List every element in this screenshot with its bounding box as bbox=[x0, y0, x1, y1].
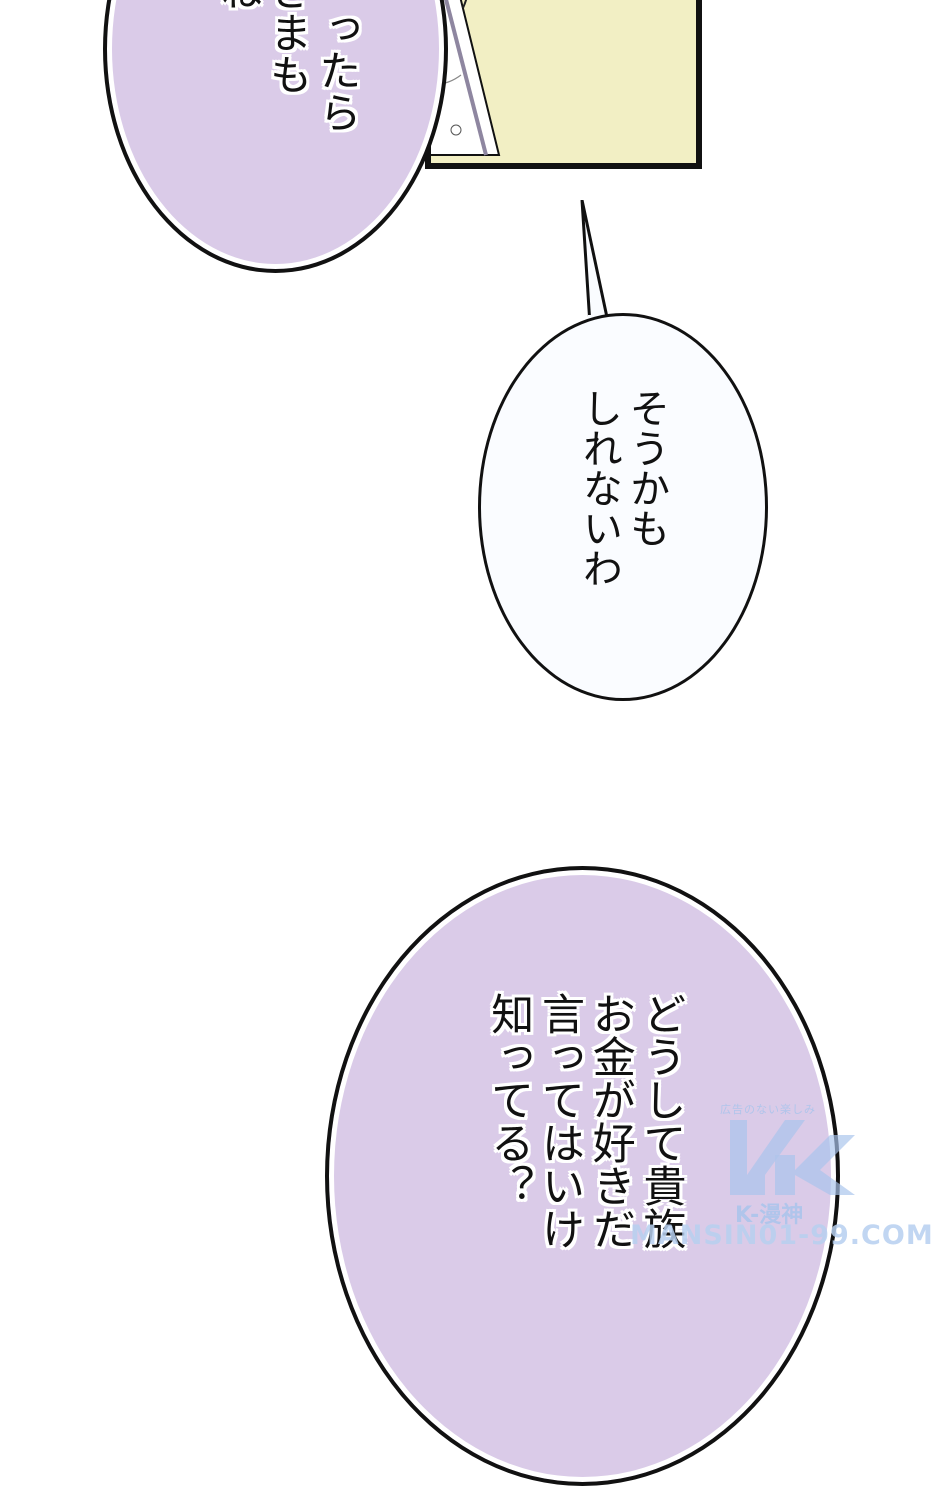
k-logo-icon bbox=[730, 1120, 855, 1195]
character-dress-art bbox=[431, 0, 501, 156]
speech-line: ったら bbox=[313, 7, 362, 133]
watermark-url: MANSIN01-99.COM bbox=[630, 1220, 934, 1251]
speech-line: どうして貴族 bbox=[636, 992, 686, 1250]
watermark-tagline: 広告のない楽しみ bbox=[720, 1103, 816, 1116]
speech-line: しれないわ bbox=[575, 388, 622, 588]
speech-bubble-top: ったら 姉さまも しね bbox=[103, 0, 448, 273]
watermark: 広告のない楽しみ K-漫神 MANSIN01-99.COM bbox=[630, 1095, 950, 1251]
speech-text-bottom: どうして貴族 お金が好きだ 言ってはいけ 知ってる？ bbox=[483, 992, 686, 1250]
speech-text-middle: そうかも しれないわ bbox=[575, 388, 669, 588]
speech-line: お金が好きだ bbox=[585, 992, 636, 1250]
speech-text-top: ったら 姉さまも しね bbox=[213, 0, 362, 267]
comic-panel-top bbox=[425, 0, 702, 169]
speech-line: 言ってはいけ bbox=[534, 992, 585, 1250]
watermark-brand: K-漫神 bbox=[735, 1203, 804, 1228]
speech-line: 姉さまも bbox=[263, 0, 313, 95]
speech-bubble-tail bbox=[580, 200, 610, 327]
speech-line: しね bbox=[213, 0, 263, 11]
speech-line: 知ってる？ bbox=[483, 992, 534, 1207]
speech-bubble-middle: そうかも しれないわ bbox=[478, 313, 768, 701]
speech-line: そうかも bbox=[623, 388, 669, 548]
